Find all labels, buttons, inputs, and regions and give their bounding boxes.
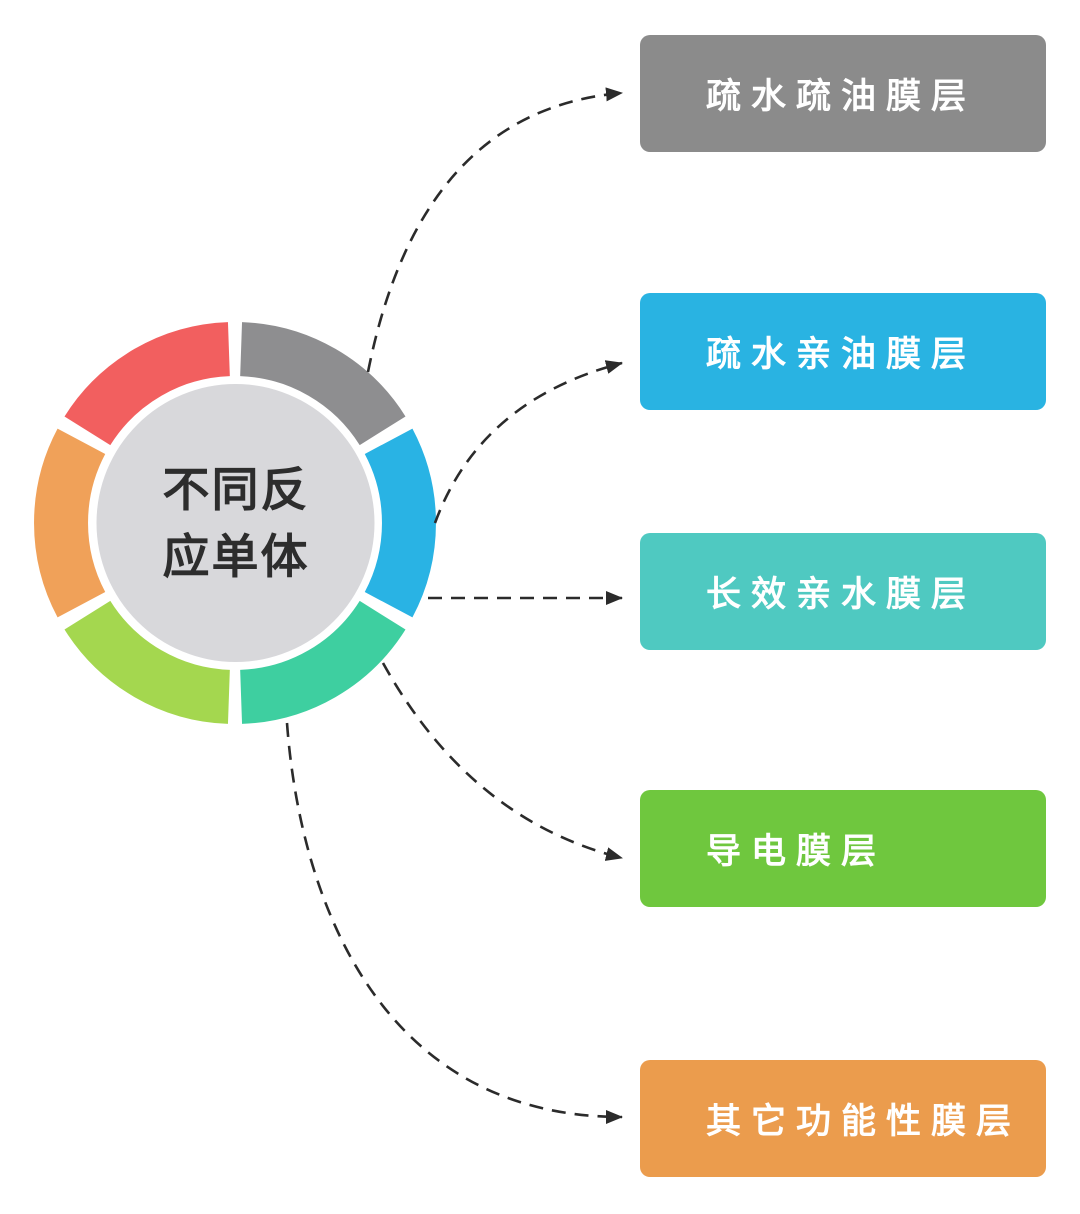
connector-to-conductive: [381, 662, 623, 861]
center-label: 不同反 应单体: [95, 443, 377, 603]
ring-segment-top-right: [239, 322, 406, 446]
ring-segment-right: [364, 428, 436, 618]
box-label: 长效亲水膜层: [706, 575, 977, 614]
box-other-functional-film: 其它功能性膜层: [640, 1060, 1046, 1177]
box-label: 疏水疏油膜层: [706, 77, 977, 116]
connector-to-other-functional: [285, 722, 623, 1124]
connectors: [285, 87, 623, 1124]
center-label-line-2: 应单体: [162, 530, 310, 583]
connector-to-hydrophobic-oleophobic: [366, 87, 623, 373]
ring-segment-bottom-right: [239, 600, 406, 724]
box-hydrophobic-oleophobic-film: 疏水疏油膜层: [640, 35, 1046, 152]
box-label: 疏水亲油膜层: [706, 335, 977, 374]
connector-to-hydrophobic-lipophilic: [433, 360, 623, 524]
ring-segment-left: [34, 428, 106, 618]
donut-ring: [34, 322, 436, 724]
ring-segment-bottom-left: [64, 600, 231, 724]
center-label-line-1: 不同反: [162, 463, 310, 516]
box-long-lasting-hydrophilic-film: 长效亲水膜层: [640, 533, 1046, 650]
box-conductive-film: 导电膜层: [640, 790, 1046, 907]
center-circle: [96, 384, 375, 662]
box-label: 导电膜层: [706, 832, 887, 871]
box-label: 其它功能性膜层: [706, 1102, 1022, 1141]
box-hydrophobic-lipophilic-film: 疏水亲油膜层: [640, 293, 1046, 410]
ring-segment-top-left: [64, 322, 231, 446]
